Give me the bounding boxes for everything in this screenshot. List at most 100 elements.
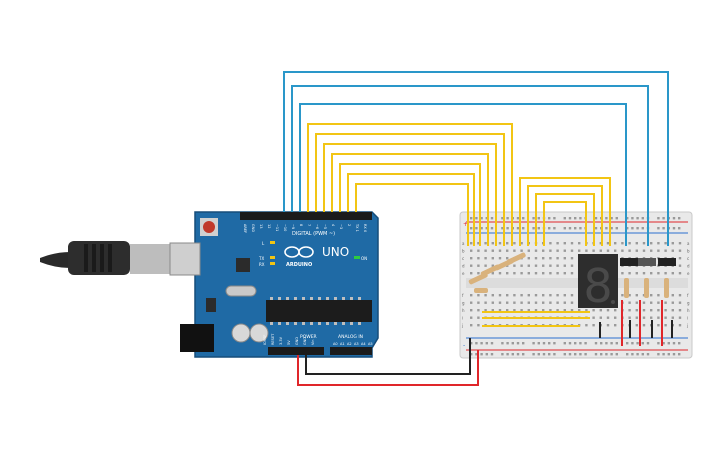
breadboard-hole[interactable] xyxy=(501,217,504,220)
breadboard-hole[interactable] xyxy=(570,257,574,260)
breadboard-hole[interactable] xyxy=(606,316,610,319)
breadboard-hole[interactable] xyxy=(480,227,483,230)
breadboard-hole[interactable] xyxy=(511,342,514,345)
breadboard-hole[interactable] xyxy=(470,242,473,245)
breadboard-hole[interactable] xyxy=(506,301,509,304)
breadboard-hole[interactable] xyxy=(671,249,674,252)
breadboard-hole[interactable] xyxy=(605,227,608,230)
breadboard-hole[interactable] xyxy=(626,227,629,230)
breadboard-hole[interactable] xyxy=(501,227,504,230)
breadboard-hole[interactable] xyxy=(667,353,670,356)
breadboard-hole[interactable] xyxy=(657,309,660,312)
breadboard-hole[interactable] xyxy=(484,301,487,304)
breadboard-hole[interactable] xyxy=(678,342,681,345)
breadboard-hole[interactable] xyxy=(662,342,665,345)
breadboard-hole[interactable] xyxy=(520,309,523,312)
breadboard-hole[interactable] xyxy=(513,301,516,304)
breadboard-hole[interactable] xyxy=(599,309,602,312)
breadboard-hole[interactable] xyxy=(635,316,638,319)
breadboard-hole[interactable] xyxy=(484,249,487,252)
breadboard-hole[interactable] xyxy=(667,342,670,345)
seven-segment-display[interactable]: 8 xyxy=(578,254,618,313)
breadboard-hole[interactable] xyxy=(470,272,473,275)
breadboard-hole[interactable] xyxy=(621,294,624,297)
breadboard-hole[interactable] xyxy=(636,353,639,356)
breadboard-hole[interactable] xyxy=(549,242,552,245)
breadboard-hole[interactable] xyxy=(484,309,487,312)
breadboard-hole[interactable] xyxy=(610,227,613,230)
breadboard-hole[interactable] xyxy=(548,353,551,356)
breadboard-hole[interactable] xyxy=(621,242,624,245)
breadboard-hole[interactable] xyxy=(664,324,667,327)
breadboard-hole[interactable] xyxy=(599,242,602,245)
breadboard-hole[interactable] xyxy=(516,353,520,356)
breadboard-hole[interactable] xyxy=(642,242,646,245)
breadboard-hole[interactable] xyxy=(484,294,487,297)
breadboard-hole[interactable] xyxy=(606,249,610,252)
breadboard-hole[interactable] xyxy=(501,342,504,345)
breadboard-hole[interactable] xyxy=(549,249,552,252)
breadboard-hole[interactable] xyxy=(506,217,509,220)
breadboard-hole[interactable] xyxy=(527,294,530,297)
breadboard-hole[interactable] xyxy=(527,301,530,304)
breadboard-hole[interactable] xyxy=(553,217,556,220)
breadboard-hole[interactable] xyxy=(475,353,478,356)
breadboard-hole[interactable] xyxy=(614,324,617,327)
breadboard-hole[interactable] xyxy=(553,342,556,345)
breadboard-hole[interactable] xyxy=(477,324,480,327)
breadboard-hole[interactable] xyxy=(650,272,653,275)
breadboard-hole[interactable] xyxy=(657,316,660,319)
breadboard-hole[interactable] xyxy=(485,217,488,220)
breadboard-hole[interactable] xyxy=(522,227,525,230)
breadboard-hole[interactable] xyxy=(470,249,473,252)
breadboard-hole[interactable] xyxy=(549,294,552,297)
breadboard-hole[interactable] xyxy=(642,272,646,275)
breadboard-hole[interactable] xyxy=(477,272,480,275)
breadboard-hole[interactable] xyxy=(664,272,667,275)
breadboard-hole[interactable] xyxy=(650,301,653,304)
breadboard-hole[interactable] xyxy=(614,309,617,312)
reset-button[interactable] xyxy=(203,221,215,233)
breadboard-hole[interactable] xyxy=(556,272,559,275)
breadboard-hole[interactable] xyxy=(556,242,559,245)
breadboard-hole[interactable] xyxy=(628,316,631,319)
breadboard-hole[interactable] xyxy=(592,324,595,327)
breadboard-hole[interactable] xyxy=(570,264,574,267)
breadboard-hole[interactable] xyxy=(671,242,674,245)
breadboard-hole[interactable] xyxy=(641,217,644,220)
breadboard-hole[interactable] xyxy=(626,217,629,220)
breadboard-hole[interactable] xyxy=(626,353,629,356)
breadboard-hole[interactable] xyxy=(520,264,523,267)
breadboard-hole[interactable] xyxy=(678,272,682,275)
breadboard-hole[interactable] xyxy=(631,227,634,230)
breadboard-hole[interactable] xyxy=(490,217,494,220)
breadboard-hole[interactable] xyxy=(520,249,523,252)
breadboard-hole[interactable] xyxy=(671,272,674,275)
breadboard-hole[interactable] xyxy=(664,316,667,319)
breadboard-hole[interactable] xyxy=(542,294,545,297)
breadboard-hole[interactable] xyxy=(592,316,595,319)
breadboard-hole[interactable] xyxy=(585,309,588,312)
breadboard-hole[interactable] xyxy=(628,294,631,297)
breadboard-hole[interactable] xyxy=(477,264,480,267)
breadboard-hole[interactable] xyxy=(491,272,494,275)
breadboard-hole[interactable] xyxy=(513,294,516,297)
breadboard-hole[interactable] xyxy=(548,217,551,220)
breadboard-hole[interactable] xyxy=(537,353,540,356)
breadboard-hole[interactable] xyxy=(657,242,660,245)
breadboard-hole[interactable] xyxy=(579,342,582,345)
breadboard-hole[interactable] xyxy=(490,353,494,356)
breadboard-hole[interactable] xyxy=(470,342,473,345)
breadboard-hole[interactable] xyxy=(650,294,653,297)
breadboard-hole[interactable] xyxy=(480,342,483,345)
breadboard-hole[interactable] xyxy=(605,217,608,220)
breadboard-hole[interactable] xyxy=(678,249,682,252)
breadboard-hole[interactable] xyxy=(537,342,540,345)
breadboard-hole[interactable] xyxy=(615,227,618,230)
breadboard-hole[interactable] xyxy=(657,227,660,230)
breadboard-hole[interactable] xyxy=(631,342,634,345)
breadboard-hole[interactable] xyxy=(636,342,639,345)
breadboard-hole[interactable] xyxy=(532,353,535,356)
breadboard-hole[interactable] xyxy=(484,242,487,245)
